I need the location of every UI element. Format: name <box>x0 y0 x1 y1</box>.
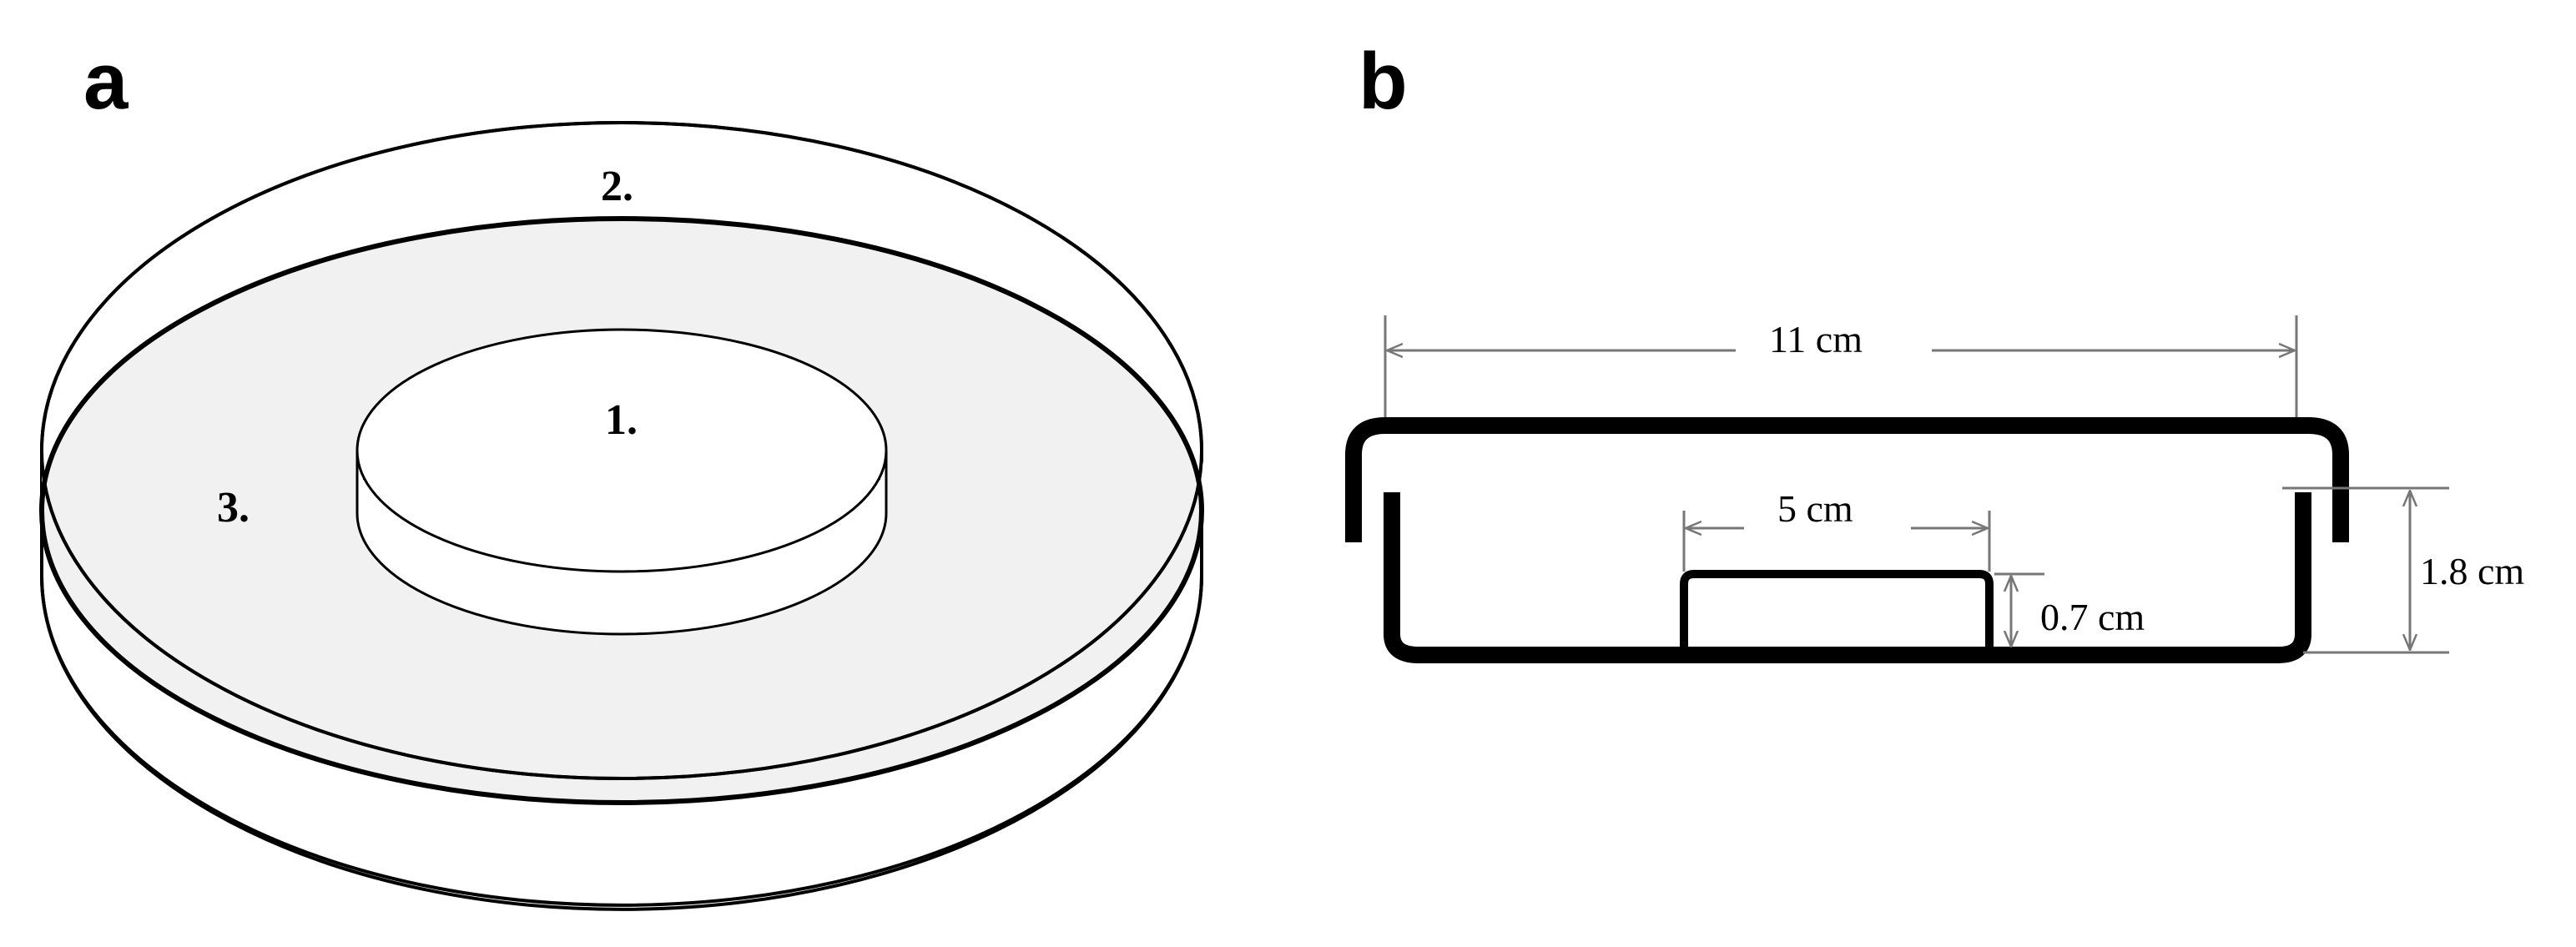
inner-dish-top <box>355 328 888 573</box>
inner-dish <box>355 328 888 636</box>
dim-inner-height-label: 0.7 cm <box>2040 596 2145 638</box>
cross-section <box>1345 417 2349 663</box>
lid-profile <box>1345 417 2349 542</box>
dish-lid-rim-outline <box>40 121 1203 780</box>
panel-a: a <box>39 37 1204 911</box>
dish-base-lower <box>40 511 1203 907</box>
label-inner-dish: 1. <box>605 396 638 444</box>
inner-dish-profile <box>1680 570 1994 651</box>
panel-b-letter: b <box>1359 37 1408 126</box>
dim-inner-width-label: 5 cm <box>1777 487 1853 530</box>
inner-dish-lower-rim <box>355 451 888 636</box>
petri-dish-3d <box>39 121 1204 911</box>
base-profile <box>1384 492 2311 663</box>
panel-a-letter: a <box>83 37 129 126</box>
dim-outer-height-label: 1.8 cm <box>2420 550 2524 592</box>
panel-b: b 11 cm 5 cm 0.7 cm <box>1345 37 2524 663</box>
label-outer-rim: 2. <box>601 163 633 210</box>
label-outer-area: 3. <box>217 484 250 531</box>
dish-lid-top <box>42 151 1204 511</box>
dimension-lines: 11 cm 5 cm 0.7 cm 1.8 cm <box>1384 315 2524 654</box>
dim-outer-width-label: 11 cm <box>1769 318 1863 360</box>
